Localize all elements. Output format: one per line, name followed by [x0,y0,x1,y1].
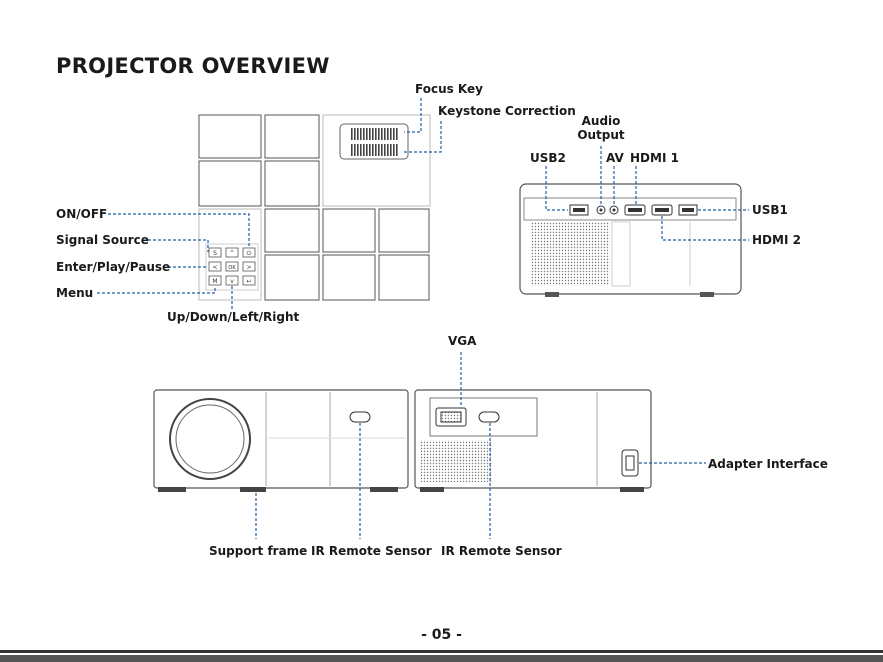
front-view-projector [154,390,408,492]
label-on-off: ON/OFF [56,207,107,221]
right-key: > [243,262,255,271]
label-focus-key: Focus Key [415,82,483,96]
back-icon: ↩ [246,278,251,285]
footer-rule-thick [0,655,883,662]
up-key-label: ^ [229,250,234,257]
label-ir-remote-sensor-back: IR Remote Sensor [441,544,562,558]
label-menu: Menu [56,286,93,300]
label-vga: VGA [448,334,476,348]
up-key: ^ [226,248,238,257]
label-av: AV [606,151,624,165]
back-ir-sensor [479,412,499,422]
top-view-projector [199,115,430,300]
back-key: ↩ [243,276,255,285]
power-icon: ⏻ [247,250,252,257]
label-support-frame: Support frame [209,544,307,558]
label-audio-output-line1: Audio [571,114,631,128]
menu-key: M [209,276,221,285]
label-enter-play-pause: Enter/Play/Pause [56,260,170,274]
label-usb1: USB1 [752,203,788,217]
label-audio-output: Audio Output [571,114,631,142]
label-hdmi1: HDMI 1 [630,151,679,165]
label-usb2: USB2 [530,151,566,165]
source-key-label: S [213,250,217,257]
ok-key-label: OK [228,265,236,271]
down-key: v [226,276,238,285]
left-key-label: < [212,264,217,271]
label-audio-output-line2: Output [571,128,631,142]
label-keystone-correction: Keystone Correction [438,104,576,118]
power-key: ⏻ [243,248,255,257]
rear-ports-projector [520,184,741,297]
right-key-label: > [246,264,251,271]
source-key: S [209,248,221,257]
left-key: < [209,262,221,271]
label-ir-remote-sensor-front: IR Remote Sensor [311,544,432,558]
label-up-down-left-right: Up/Down/Left/Right [167,310,299,324]
page-number: - 05 - [0,627,883,643]
label-hdmi2: HDMI 2 [752,233,801,247]
ok-key: OK [226,262,238,271]
footer-rule-thin [0,650,883,653]
menu-key-label: M [212,278,217,285]
back-view-projector [415,390,651,492]
down-key-label: v [230,278,234,285]
label-adapter-interface: Adapter Interface [708,457,828,471]
label-signal-source: Signal Source [56,233,149,247]
front-ir-sensor [350,412,370,422]
